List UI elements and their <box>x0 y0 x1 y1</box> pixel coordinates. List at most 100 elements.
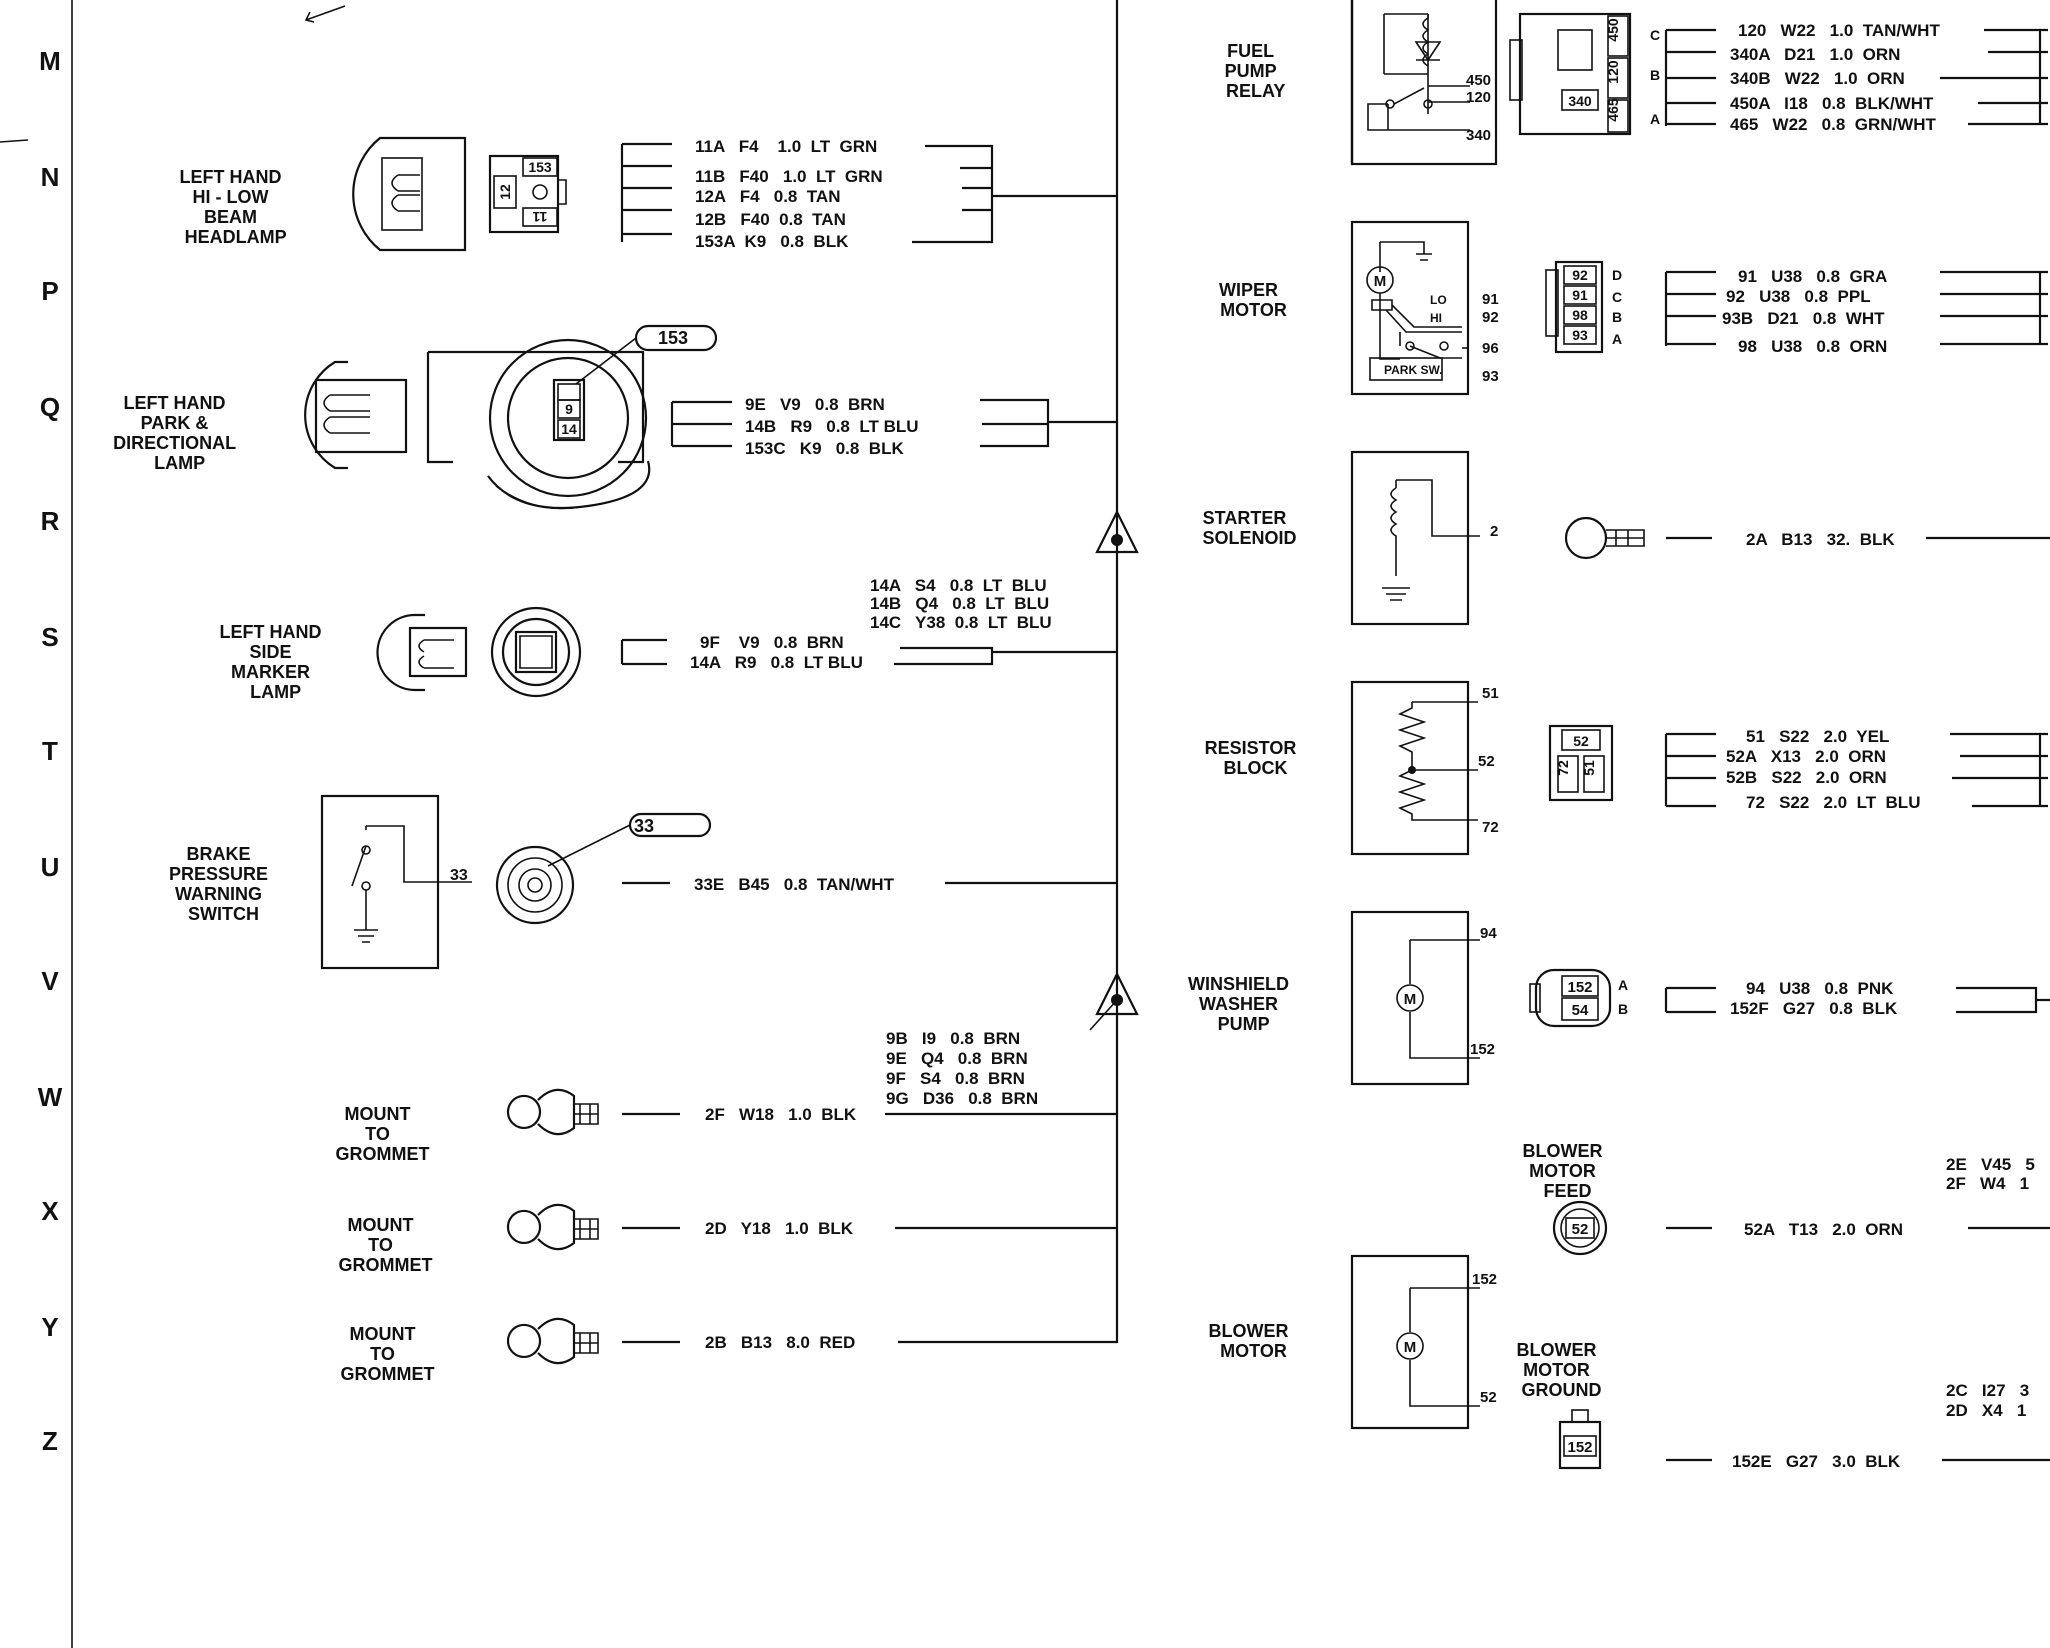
pin-label: 92 <box>1482 309 1499 326</box>
connector-latch <box>532 184 548 200</box>
callout-pin-label: 153 <box>658 328 688 348</box>
pin-label: 340 <box>1568 93 1592 109</box>
pin-label: 54 <box>1572 1002 1589 1019</box>
component-fuel-pump-relay: FUEL PUMP RELAY 450 120 340 450 120 340 … <box>0 0 2048 166</box>
component-label: MOUNT TO GROMMET <box>0 0 455 1164</box>
component-label: LEFT HAND PARK & DIRECTIONAL LAMP <box>0 0 271 473</box>
blower-wiring <box>1409 1287 1480 1407</box>
wiper-connector <box>1554 260 1604 354</box>
motor-symbol <box>1396 984 1424 1012</box>
component-label: BRAKE PRESSURE WARNING SWITCH <box>0 0 303 924</box>
pin-label: 11 <box>532 209 547 225</box>
park-lamp-housing <box>304 360 348 470</box>
splice-2: 9B I9 0.8 BRN 9E Q4 0.8 BRN 9F S4 0.8 BR… <box>886 971 1139 1108</box>
washer-wiring <box>1409 939 1480 1059</box>
brake-connector-terminal <box>518 868 552 902</box>
wire-labels: 91 U38 0.8 GRA 92 U38 0.8 PPL 93B D21 0.… <box>0 0 1920 356</box>
grid-row-label: Y <box>41 1312 58 1342</box>
motor-letter: M <box>1404 1339 1417 1356</box>
callout-leader <box>575 337 637 385</box>
wiper-connector-latch <box>1545 269 1559 337</box>
marker-socket-inner <box>501 617 571 687</box>
grid-row-label: S <box>41 622 58 652</box>
ring-terminal <box>506 1094 542 1130</box>
solenoid-coil <box>1382 479 1480 601</box>
marker-socket-outer <box>490 606 582 698</box>
grid-row-label: M <box>39 46 61 76</box>
relay-diode <box>1414 41 1442 62</box>
blower-box <box>1350 1254 1470 1430</box>
park-lamp-socket-outer <box>488 338 648 498</box>
marker-cavity <box>514 630 558 674</box>
headlamp-terminals <box>391 174 420 212</box>
relay-connector-latch <box>1509 39 1523 101</box>
component-label: FUEL PUMP RELAY <box>0 0 1311 101</box>
wire-labels: 9F V9 0.8 BRN 14A R9 0.8 LT BLU <box>0 0 887 672</box>
pin-label: 93 <box>1482 368 1499 385</box>
wiper-box <box>1350 220 1470 396</box>
resistor-box <box>1350 680 1470 856</box>
component-mount-grommet-2: MOUNT TO GROMMET 2D Y18 1.0 BLK <box>0 0 1117 1275</box>
splice-leader <box>1089 999 1118 1031</box>
pin-label: 52 <box>1572 1221 1589 1238</box>
component-headlamp: LEFT HAND HI - LOW BEAM HEADLAMP 153 12 … <box>0 0 567 252</box>
wire-label: 2F W18 1.0 BLK <box>705 1105 857 1124</box>
pin-label: 152 <box>1567 1439 1592 1456</box>
solenoid-box <box>1350 450 1470 626</box>
component-label: RESISTOR BLOCK <box>0 0 1331 778</box>
pin-label: 9 <box>565 401 573 417</box>
harness-bracket <box>1664 732 1716 808</box>
harness-bracket <box>1664 28 1716 126</box>
connector-cavity <box>1563 305 1597 325</box>
marker-plug <box>408 626 468 678</box>
relay-connector <box>1518 12 1632 136</box>
connector-cavity <box>1607 15 1629 57</box>
component-label: LEFT HAND SIDE MARKER LAMP <box>0 0 357 702</box>
pin-label: 91 <box>1572 287 1588 303</box>
wire-run <box>1956 986 2050 1014</box>
connector-latch <box>558 179 567 205</box>
switch-contact <box>361 881 371 891</box>
scan-mark <box>304 5 346 23</box>
relay-contact <box>1385 99 1395 109</box>
harness-bracket <box>670 400 732 448</box>
ring-terminal <box>1564 516 1608 560</box>
connector-cavity <box>493 175 517 209</box>
grid-row-label: W <box>38 1082 63 1112</box>
park-lamp-bulb-tail <box>495 485 587 510</box>
pin-label: 92 <box>1572 267 1588 283</box>
pin-label: 465 <box>1605 98 1621 122</box>
pin-label: 51 <box>1581 760 1597 776</box>
wire-group-brake-switch: 33E B45 0.8 TAN/WHT <box>622 875 1117 894</box>
component-blower-motor: BLOWER MOTOR M 152 52 <box>1208 1254 1497 1430</box>
pin-label: 51 <box>1482 685 1499 702</box>
ring-terminal-lug <box>537 1317 576 1365</box>
connector-cavity <box>557 383 581 401</box>
headlamp-connector <box>488 154 560 234</box>
component-label: BLOWER MOTOR GROUND <box>1516 1340 1601 1400</box>
grid-tick <box>0 139 29 143</box>
component-label: BLOWER MOTOR FEED <box>1522 1141 1602 1201</box>
park-lamp-plug <box>314 378 408 454</box>
splice-dot <box>1111 534 1123 546</box>
park-lamp-connector-body <box>426 350 645 464</box>
washer-connector-latch <box>1529 983 1541 1013</box>
pin-label: 152 <box>1567 979 1592 996</box>
harness-bracket <box>620 638 667 666</box>
marker-housing <box>376 613 425 692</box>
connector-cavity <box>1607 99 1629 133</box>
washer-connector <box>1534 968 1612 1028</box>
component-label: MOUNT TO GROMMET <box>0 0 460 1384</box>
wiper-wire <box>1462 347 1468 349</box>
harness-bracket <box>1664 986 1716 1014</box>
connector-cavity <box>1561 89 1599 111</box>
ring-terminal-lug <box>537 1088 576 1136</box>
relay-coil <box>1383 13 1430 114</box>
relay-contact <box>1423 99 1433 109</box>
component-label: MOUNT TO GROMMET <box>0 0 458 1275</box>
pin-letter: D C B A <box>0 0 1649 347</box>
grid-row-label: X <box>41 1196 59 1226</box>
wire-group-side-marker: 9F V9 0.8 BRN 14A R9 0.8 LT BLU <box>0 0 1117 672</box>
component-wiper-motor: WIPER MOTOR M PARK SW. LO HI 91 92 96 93… <box>0 0 2048 396</box>
component-label: LEFT HAND HI - LOW BEAM HEADLAMP <box>0 0 317 247</box>
